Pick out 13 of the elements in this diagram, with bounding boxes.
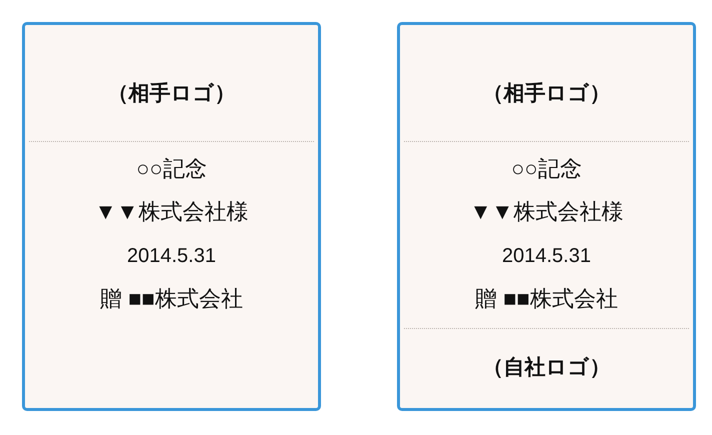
card-panel bbox=[22, 22, 321, 411]
placeholder-label: （自社ロゴ） bbox=[482, 355, 610, 381]
sender-text: 贈 ■■株式会社 bbox=[100, 286, 243, 312]
date-text: 2014.5.31 bbox=[502, 244, 591, 269]
title-text: ○○記念 bbox=[136, 156, 207, 182]
title-text: ○○記念 bbox=[511, 156, 582, 182]
sender-text: 贈 ■■株式会社 bbox=[475, 286, 618, 312]
card-panel bbox=[397, 22, 696, 411]
recipient-text: ▼▼株式会社様 bbox=[94, 199, 248, 225]
placeholder-label: （相手ロゴ） bbox=[482, 81, 610, 107]
recipient-text: ▼▼株式会社様 bbox=[470, 199, 624, 225]
date-text: 2014.5.31 bbox=[127, 244, 216, 269]
placeholder-label: （相手ロゴ） bbox=[108, 81, 236, 107]
